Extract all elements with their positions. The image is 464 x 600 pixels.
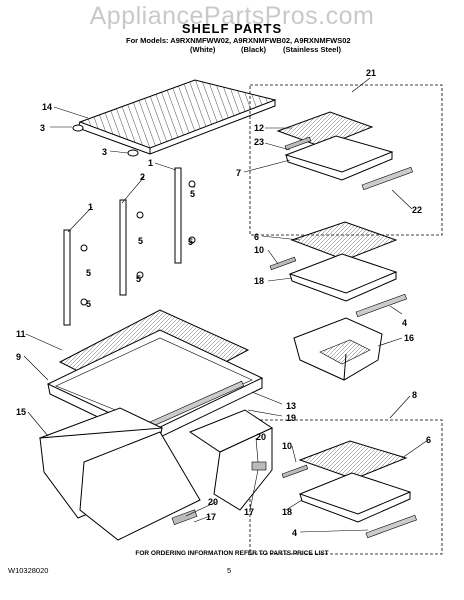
callout-1b: 1 (88, 202, 93, 212)
callout-5a: 5 (190, 189, 195, 199)
callout-20a: 20 (256, 432, 266, 442)
callout-5c: 5 (188, 237, 193, 247)
callout-10b: 10 (282, 441, 292, 451)
glass-shelf-mid (269, 221, 407, 318)
callout-13: 13 (286, 401, 296, 411)
page-title: SHELF PARTS (181, 21, 283, 36)
callout-3b: 3 (102, 147, 107, 157)
callout-23: 23 (254, 137, 264, 147)
callout-17a: 17 (206, 512, 216, 522)
variant-stainless: (Stainless Steel) (283, 45, 341, 54)
callout-11: 11 (16, 329, 26, 339)
watermark-logo: AppliancePartsPros.com (89, 2, 375, 30)
callout-5f: 5 (86, 299, 91, 309)
callout-18b: 18 (282, 507, 292, 517)
variant-black: (Black) (241, 45, 267, 54)
lower-shelf-group-box (249, 419, 443, 555)
variant-white: (White) (190, 45, 216, 54)
wire-shelf (77, 79, 277, 155)
shelf-rails (63, 167, 196, 326)
callout-5b: 5 (138, 236, 143, 246)
callout-5d: 5 (86, 268, 91, 278)
callout-17b: 17 (244, 507, 254, 517)
callout-18a: 18 (254, 276, 264, 286)
callout-2: 2 (140, 172, 145, 182)
ordering-info-note: FOR ORDERING INFORMATION REFER TO PARTS … (135, 550, 329, 557)
crisper-drawers (38, 407, 274, 541)
callout-22: 22 (412, 205, 422, 215)
callout-14: 14 (42, 102, 52, 112)
callout-7: 7 (236, 168, 241, 178)
callout-4a: 4 (402, 318, 407, 328)
callout-21: 21 (366, 68, 376, 78)
leader-lines (23, 77, 429, 533)
callout-20b: 20 (208, 497, 218, 507)
page-number: 5 (227, 566, 232, 575)
callout-5e: 5 (136, 274, 141, 284)
callout-labels: 21 14 12 23 3 3 7 1 2 22 5 5 1 5 6 10 5 … (16, 68, 431, 538)
callout-16: 16 (404, 333, 414, 343)
callout-8: 8 (412, 390, 417, 400)
callout-15: 15 (16, 407, 26, 417)
models-line: For Models: A9RXNMFWW02, A9RXNMFWB02, A9… (126, 36, 351, 45)
crisper-glass-shelf (46, 309, 264, 443)
callout-19: 19 (286, 413, 296, 423)
document-number: W10328020 (8, 566, 49, 575)
callout-1a: 1 (148, 158, 153, 168)
callout-4b: 4 (292, 528, 297, 538)
callout-9: 9 (16, 352, 21, 362)
wire-shelf-end-caps (72, 124, 139, 157)
callout-6a: 6 (254, 232, 259, 242)
deli-drawer (293, 317, 383, 381)
callout-3a: 3 (40, 123, 45, 133)
callout-12: 12 (254, 123, 264, 133)
callout-10a: 10 (254, 245, 264, 255)
callout-6b: 6 (426, 435, 431, 445)
